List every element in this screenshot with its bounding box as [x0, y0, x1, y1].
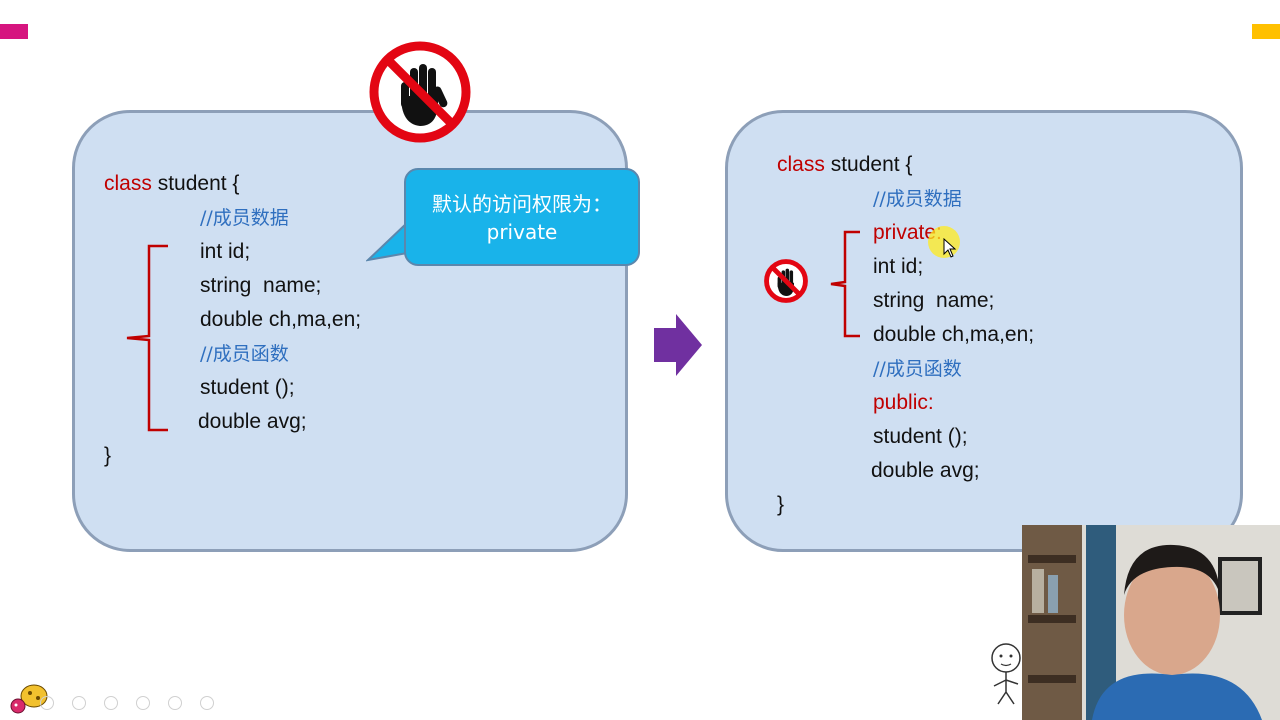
right-line-scores: double ch,ma,en;	[873, 323, 1035, 346]
left-line-scores: double ch,ma,en;	[200, 308, 362, 331]
callout-line-2: private	[486, 220, 558, 244]
no-entry-hand-small-icon	[764, 259, 808, 303]
right-line-constructor: student ();	[873, 425, 968, 448]
toolbar-slides-button[interactable]	[104, 696, 118, 710]
right-line-private: private:	[873, 221, 942, 244]
toolbar-prev-button[interactable]	[40, 696, 54, 710]
cursor-icon	[943, 238, 957, 258]
right-arrow-icon	[654, 314, 702, 376]
left-line-constructor: student ();	[200, 376, 295, 399]
toolbar-pen-button[interactable]	[72, 696, 86, 710]
right-line-name: string name;	[873, 289, 995, 312]
right-line-close: }	[777, 493, 785, 516]
right-comment-functions: //成员函数	[873, 358, 962, 380]
no-entry-hand-icon	[369, 41, 471, 143]
toolbar-zoom-button[interactable]	[136, 696, 150, 710]
right-comment-data: //成员数据	[873, 188, 962, 210]
right-line-public: public:	[873, 391, 934, 414]
corner-marker-magenta	[0, 24, 28, 39]
callout-default-access: 默认的访问权限为： private	[404, 168, 640, 266]
left-brace-icon	[126, 244, 168, 432]
toolbar-more-button[interactable]	[200, 696, 214, 710]
webcam-overlay	[1022, 525, 1280, 720]
right-line-id: int id;	[873, 255, 924, 278]
doodle-figure-icon	[991, 643, 1021, 705]
right-line-class: class student {	[777, 153, 913, 176]
right-code-panel	[725, 110, 1243, 552]
toolbar-menu-button[interactable]	[168, 696, 182, 710]
corner-marker-yellow	[1252, 24, 1280, 39]
left-line-avg: double avg;	[198, 410, 307, 433]
left-line-class: class student {	[104, 172, 240, 195]
callout-line-1: 默认的访问权限为：	[432, 192, 612, 216]
left-line-name: string name;	[200, 274, 322, 297]
right-brace-icon	[830, 230, 860, 338]
left-line-id: int id;	[200, 240, 251, 263]
left-line-close: }	[104, 444, 112, 467]
right-line-avg: double avg;	[871, 459, 980, 482]
left-comment-data: //成员数据	[200, 207, 289, 229]
left-comment-functions: //成员函数	[200, 343, 289, 365]
